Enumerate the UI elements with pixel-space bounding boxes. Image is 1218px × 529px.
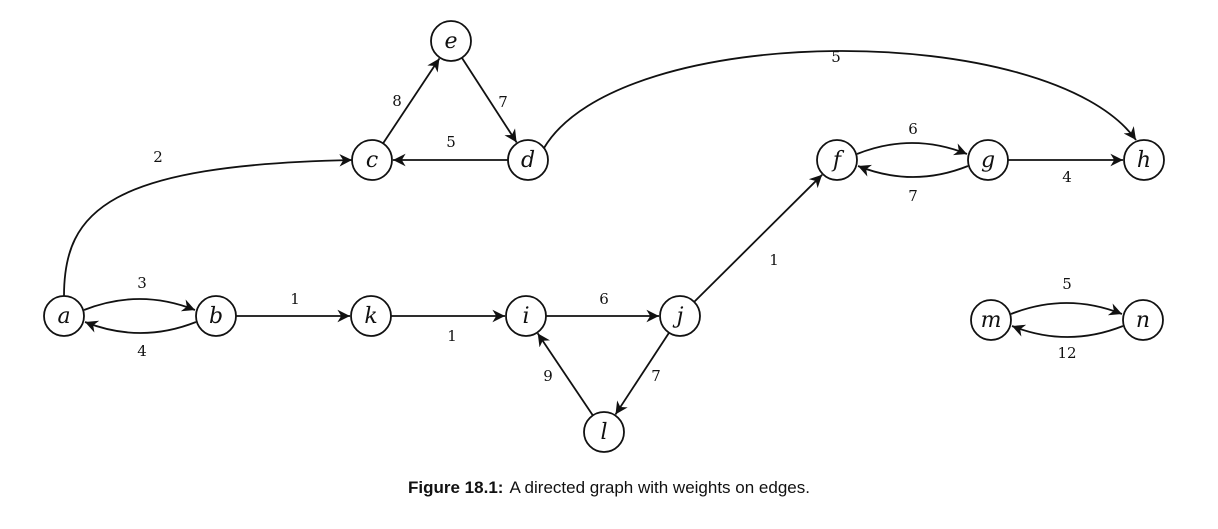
- node-label-e: e: [444, 29, 457, 54]
- node-label-m: m: [981, 308, 1002, 333]
- figure-caption: Figure 18.1: A directed graph with weight…: [0, 478, 1218, 498]
- edge-b-a: [84, 320, 197, 334]
- node-circle-h: [1123, 139, 1165, 181]
- node-circle-m: [970, 299, 1012, 341]
- node-e: e: [430, 20, 472, 62]
- edge-weights-layer: 3 4 2 1 1 6 7 9 1 8 7 5 5 6 7 4 5 12: [137, 48, 1076, 385]
- edge-weight-g-f: 7: [908, 187, 918, 205]
- edge-c-e: [382, 57, 441, 144]
- edge-weight-g-h: 4: [1062, 168, 1072, 186]
- node-circle-j: [659, 295, 701, 337]
- edge-a-c: [63, 153, 353, 297]
- edge-l-i: [536, 332, 594, 416]
- edge-a-b: [83, 298, 196, 312]
- edge-weight-e-d: 7: [498, 93, 508, 111]
- node-circle-g: [967, 139, 1009, 181]
- node-label-h: h: [1137, 148, 1151, 173]
- edge-weight-d-c: 5: [446, 133, 456, 151]
- node-circle-b: [195, 295, 237, 337]
- edge-weight-j-f: 1: [769, 251, 779, 269]
- node-circle-d: [507, 139, 549, 181]
- node-c: c: [351, 139, 393, 181]
- edge-weight-d-h: 5: [831, 48, 841, 66]
- node-j: j: [659, 295, 701, 337]
- node-b: b: [195, 295, 237, 337]
- node-l: l: [583, 411, 625, 453]
- figure-label: Figure 18.1:: [408, 478, 504, 497]
- node-label-g: g: [981, 148, 995, 173]
- edge-weight-b-a: 4: [137, 342, 147, 360]
- node-label-k: k: [364, 304, 377, 329]
- edge-g-f: [857, 164, 969, 178]
- node-k: k: [350, 295, 392, 337]
- node-label-l: l: [600, 420, 607, 445]
- node-h: h: [1123, 139, 1165, 181]
- node-circle-i: [505, 295, 547, 337]
- edge-weight-b-k: 1: [290, 290, 300, 308]
- edge-weight-i-j: 6: [599, 290, 609, 308]
- nodes-layer: a b k i j l c d e f g h m n: [43, 20, 1165, 453]
- node-circle-f: [816, 139, 858, 181]
- edge-d-h: [543, 50, 1137, 149]
- node-a: a: [43, 295, 85, 337]
- node-circle-l: [583, 411, 625, 453]
- node-f: f: [816, 139, 858, 181]
- edge-weight-f-g: 6: [908, 120, 918, 138]
- edges-layer: [63, 50, 1137, 416]
- node-i: i: [505, 295, 547, 337]
- edge-e-d: [461, 57, 518, 143]
- edge-weight-j-l: 7: [651, 367, 661, 385]
- edge-j-l: [614, 332, 670, 415]
- node-circle-k: [350, 295, 392, 337]
- edge-j-f: [693, 174, 823, 303]
- edge-n-m: [1011, 324, 1124, 338]
- edge-weight-a-b: 3: [137, 274, 147, 292]
- node-n: n: [1122, 299, 1164, 341]
- directed-graph-diagram: 3 4 2 1 1 6 7 9 1 8 7 5 5 6 7 4 5 12 a b k i j l c d e f g h m n: [43, 20, 1165, 453]
- node-label-a: a: [57, 304, 70, 329]
- node-label-b: b: [209, 304, 223, 329]
- node-label-d: d: [521, 148, 535, 173]
- node-circle-e: [430, 20, 472, 62]
- edge-weight-c-e: 8: [392, 92, 402, 110]
- edge-weight-n-m: 12: [1057, 344, 1076, 362]
- figure-caption-text: A directed graph with weights on edges.: [509, 478, 810, 497]
- node-circle-n: [1122, 299, 1164, 341]
- edge-f-g: [856, 142, 968, 156]
- node-label-i: i: [522, 304, 529, 329]
- edge-weight-a-c: 2: [153, 148, 163, 166]
- edge-weight-m-n: 5: [1062, 275, 1072, 293]
- edge-weight-l-i: 9: [543, 367, 553, 385]
- node-d: d: [507, 139, 549, 181]
- node-label-c: c: [366, 148, 378, 173]
- node-m: m: [970, 299, 1012, 341]
- edge-m-n: [1010, 302, 1123, 316]
- node-circle-a: [43, 295, 85, 337]
- edge-weight-k-i: 1: [447, 327, 457, 345]
- node-circle-c: [351, 139, 393, 181]
- node-label-n: n: [1136, 308, 1150, 333]
- node-g: g: [967, 139, 1009, 181]
